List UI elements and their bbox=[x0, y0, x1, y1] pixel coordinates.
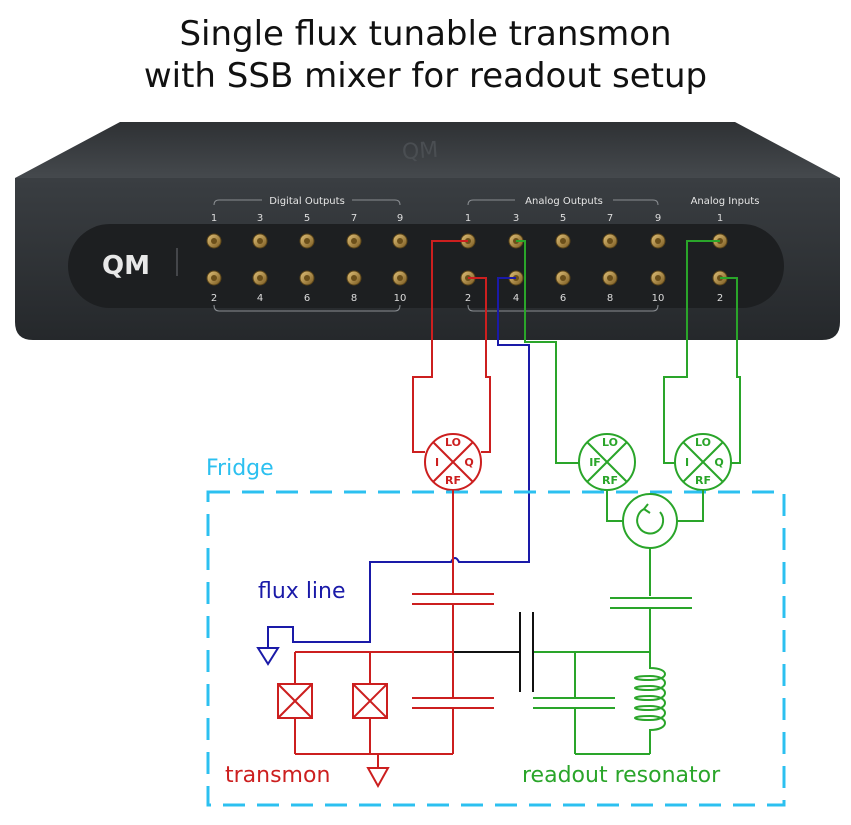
svg-text:LO: LO bbox=[445, 436, 461, 449]
port-number: 8 bbox=[351, 293, 357, 304]
sma-connector-pin bbox=[304, 238, 310, 244]
flux-line-label: flux line bbox=[258, 579, 346, 604]
svg-text:RF: RF bbox=[445, 474, 461, 487]
sma-connector-pin bbox=[304, 275, 310, 281]
sma-connector-pin bbox=[560, 275, 566, 281]
drive-mixer: LO I Q RF bbox=[424, 433, 482, 491]
qm-logo: QM bbox=[102, 251, 150, 281]
ground-icon bbox=[366, 767, 390, 789]
svg-text:RF: RF bbox=[602, 474, 618, 487]
digital-bottom-port-numbers: 2 4 6 8 10 bbox=[211, 293, 407, 304]
transmon-label: transmon bbox=[225, 763, 330, 788]
circulator bbox=[606, 490, 704, 596]
fridge-boundary bbox=[206, 490, 786, 807]
port-number: 2 bbox=[465, 293, 471, 304]
readout-cables bbox=[516, 240, 741, 464]
sma-connector-pin bbox=[257, 238, 263, 244]
port-number: 3 bbox=[257, 213, 263, 224]
upconvert-mixer: LO IF RF bbox=[578, 433, 636, 491]
port-number: 2 bbox=[211, 293, 217, 304]
device-top-logo: QM bbox=[401, 138, 439, 165]
port-number: 10 bbox=[652, 293, 665, 304]
drive-i-cable bbox=[412, 240, 468, 453]
drive-iq-cables bbox=[412, 240, 491, 453]
input-port-number: 1 bbox=[717, 213, 723, 224]
title-line-1: Single flux tunable transmon bbox=[179, 14, 672, 54]
readout-resonator-label: readout resonator bbox=[522, 763, 721, 788]
analog-bracket bbox=[467, 199, 659, 312]
svg-text:Q: Q bbox=[464, 456, 473, 469]
port-number: 7 bbox=[351, 213, 357, 224]
sma-connector-pin bbox=[351, 275, 357, 281]
port-number: 10 bbox=[394, 293, 407, 304]
device-top-face bbox=[15, 122, 840, 178]
port-number: 6 bbox=[560, 293, 566, 304]
inductor-coil bbox=[634, 652, 666, 754]
port-number: 6 bbox=[304, 293, 310, 304]
sma-connector-pin bbox=[397, 238, 403, 244]
device-front-panel bbox=[68, 224, 784, 308]
sma-connector-pin bbox=[655, 275, 661, 281]
digital-outputs-label: Digital Outputs bbox=[269, 196, 345, 207]
sma-connector-pin bbox=[351, 238, 357, 244]
analog-top-port-numbers: 1 3 5 7 9 bbox=[465, 213, 661, 224]
svg-text:I: I bbox=[435, 456, 439, 469]
drive-q-cable bbox=[468, 277, 491, 453]
upconvert-if-cable bbox=[516, 240, 585, 464]
sma-connector-pin bbox=[257, 275, 263, 281]
title-line-2: with SSB mixer for readout setup bbox=[143, 56, 708, 96]
digital-top-port-numbers: 1 3 5 7 9 bbox=[211, 213, 403, 224]
qm-device: QM QM Digital Outputs Analog Outputs Ana… bbox=[15, 122, 840, 340]
port-number: 4 bbox=[257, 293, 263, 304]
flux-ground bbox=[256, 647, 280, 666]
port-number: 9 bbox=[655, 213, 661, 224]
input-port-number: 2 bbox=[717, 293, 723, 304]
analog-bottom-port-numbers: 2 4 6 8 10 bbox=[465, 293, 665, 304]
downconvert-mixer: LO I Q RF bbox=[674, 433, 732, 491]
port-number: 5 bbox=[304, 213, 310, 224]
sma-connector-pin bbox=[560, 238, 566, 244]
svg-text:Q: Q bbox=[714, 456, 723, 469]
digital-bracket bbox=[213, 199, 401, 312]
port-number: 1 bbox=[465, 213, 471, 224]
flux-cable bbox=[267, 277, 530, 648]
port-number: 4 bbox=[513, 293, 519, 304]
sma-connector-pin bbox=[655, 238, 661, 244]
svg-text:LO: LO bbox=[602, 436, 618, 449]
port-number: 1 bbox=[211, 213, 217, 224]
readout-coupling-capacitor bbox=[610, 597, 692, 652]
sma-connector-pin bbox=[607, 238, 613, 244]
sma-connector-pin bbox=[211, 238, 217, 244]
port-number: 5 bbox=[560, 213, 566, 224]
readout-resonator-circuit bbox=[533, 651, 666, 755]
transmon-circuit bbox=[277, 490, 494, 789]
transmon-resonator-coupling bbox=[454, 612, 534, 692]
downconvert-i-cable bbox=[663, 240, 720, 464]
port-number: 7 bbox=[607, 213, 613, 224]
ground-icon bbox=[256, 647, 280, 666]
sma-connector-pin bbox=[397, 275, 403, 281]
port-number: 9 bbox=[397, 213, 403, 224]
svg-text:LO: LO bbox=[695, 436, 711, 449]
sma-connector-pin bbox=[607, 275, 613, 281]
port-number: 3 bbox=[513, 213, 519, 224]
fridge-label: Fridge bbox=[206, 456, 274, 481]
analog-inputs-label: Analog Inputs bbox=[691, 196, 760, 207]
sma-connector-pin bbox=[211, 275, 217, 281]
downconvert-q-cable bbox=[720, 277, 741, 464]
svg-text:I: I bbox=[685, 456, 689, 469]
port-number: 8 bbox=[607, 293, 613, 304]
svg-text:RF: RF bbox=[695, 474, 711, 487]
svg-text:IF: IF bbox=[589, 456, 601, 469]
analog-outputs-label: Analog Outputs bbox=[525, 196, 603, 207]
